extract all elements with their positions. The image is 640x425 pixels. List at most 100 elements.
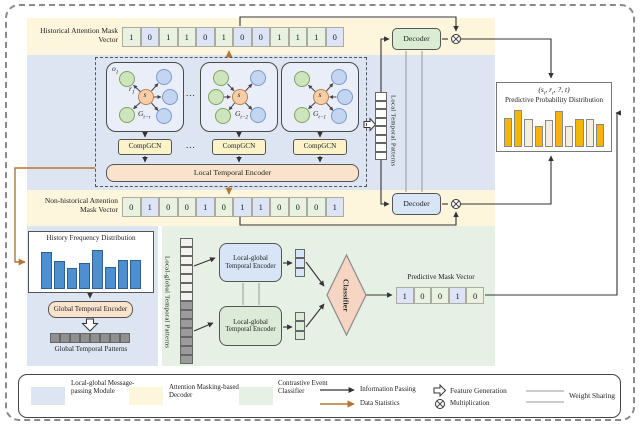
multiplication-legend-icon bbox=[435, 399, 445, 409]
mask-cell: 1 bbox=[307, 27, 326, 47]
stack-cell bbox=[180, 328, 193, 337]
graph-1-name: Gt−τ bbox=[138, 109, 151, 121]
stack-cell bbox=[375, 109, 387, 118]
history-frequency-bars bbox=[41, 249, 141, 289]
local-global-patterns-label: Local-global Temporal Patterns bbox=[163, 255, 171, 349]
decoder-top-label: Decoder bbox=[403, 33, 430, 43]
local-temporal-encoder-label: Local Temporal Encoder bbox=[193, 167, 272, 177]
stack-cell bbox=[295, 312, 305, 322]
local-global-patterns-stack bbox=[180, 238, 193, 364]
legend-label-weight-sharing: Weight Sharing bbox=[569, 391, 615, 400]
mask-cell: 1 bbox=[448, 287, 467, 304]
bar bbox=[595, 123, 605, 147]
graph-2-drawing bbox=[208, 70, 266, 124]
bar bbox=[514, 109, 523, 147]
legend-label-classifier: Contrastive Event Classifier bbox=[278, 380, 328, 396]
stack-cell bbox=[180, 256, 193, 265]
bar bbox=[79, 263, 90, 289]
mask-cell: 0 bbox=[159, 197, 178, 217]
stack-cell bbox=[375, 134, 387, 143]
object-node-label: o1 bbox=[112, 64, 119, 76]
subject-node-label: s bbox=[143, 90, 147, 99]
local-global-encoder-bottom-label: Local-global Temporal Encoder bbox=[225, 318, 276, 333]
figure-border bbox=[5, 4, 635, 421]
stack-cell bbox=[60, 333, 70, 343]
stack-cell bbox=[375, 143, 387, 152]
local-global-encoder-top: Local-global Temporal Encoder bbox=[219, 243, 282, 282]
decoder-bottom-label: Decoder bbox=[403, 198, 430, 208]
compgcn-3-label: CompGCN bbox=[303, 142, 337, 151]
compgcn-1: CompGCN bbox=[118, 139, 172, 155]
stack-cell bbox=[180, 292, 193, 301]
mask-cell: 0 bbox=[214, 197, 233, 217]
global-temporal-patterns-label: Global Temporal Patterns bbox=[54, 345, 128, 353]
graph-3-name: Gt−1 bbox=[313, 109, 327, 121]
stack-cell bbox=[120, 333, 130, 343]
relation-edge-label: r1 bbox=[129, 84, 135, 96]
stack-cell bbox=[180, 274, 193, 283]
stack-cell bbox=[295, 267, 305, 277]
predictive-mask-label: Predictive Mask Vector bbox=[407, 273, 475, 281]
legend-swatch-classifier bbox=[239, 387, 273, 405]
bar bbox=[585, 118, 594, 147]
mask-cell: 0 bbox=[270, 197, 289, 217]
stack-cell bbox=[295, 321, 305, 331]
mask-cell: 0 bbox=[466, 287, 484, 304]
stack-cell bbox=[180, 301, 193, 310]
mask-cell: 1 bbox=[325, 197, 344, 217]
data-statistics-icon bbox=[320, 400, 355, 408]
legend-label-message-passing: Local-global Message-passing Module bbox=[71, 380, 135, 396]
classifier-label: Classifier bbox=[341, 278, 351, 312]
local-global-encoder-top-label: Local-global Temporal Encoder bbox=[225, 255, 276, 270]
subject-node-label: s bbox=[237, 90, 241, 99]
local-temporal-encoder: Local Temporal Encoder bbox=[106, 164, 359, 182]
mask-cell: 1 bbox=[270, 27, 289, 47]
mask-cell: 1 bbox=[396, 287, 414, 304]
classifier-diamond: Classifier bbox=[325, 253, 368, 337]
mask-cell: 0 bbox=[413, 287, 432, 304]
bar bbox=[130, 260, 141, 289]
mask-cell: 0 bbox=[233, 27, 252, 47]
graph-snapshot-2: s Gt−2 bbox=[200, 62, 278, 132]
global-temporal-encoder: Global Temporal Encoder bbox=[48, 301, 133, 318]
bar bbox=[524, 118, 533, 147]
mask-cell: 0 bbox=[307, 197, 326, 217]
mask-cell: 0 bbox=[196, 27, 215, 47]
bar bbox=[41, 252, 52, 289]
stack-cell bbox=[100, 333, 110, 343]
history-frequency-title: History Frequency Distribution bbox=[46, 234, 136, 242]
weight-sharing-icon bbox=[526, 390, 564, 403]
legend-label-data-statistics: Data Statistics bbox=[360, 400, 400, 407]
compgcn-2-label: CompGCN bbox=[222, 142, 256, 151]
mask-cell: 0 bbox=[325, 27, 344, 47]
stack-cell bbox=[295, 258, 305, 268]
bar bbox=[104, 267, 116, 289]
legend-label-decoder: Attention Masking-based Decoder bbox=[169, 384, 239, 400]
stack-cell bbox=[180, 337, 193, 346]
legend-label-multiplication: Multiplication bbox=[450, 400, 490, 407]
mask-cell: 0 bbox=[251, 27, 270, 47]
stack-cell bbox=[375, 100, 387, 109]
legend-label-feature-generation: Feature Generation bbox=[450, 386, 507, 395]
stack-cell bbox=[375, 151, 387, 160]
bar bbox=[66, 268, 78, 289]
compgcn-ellipsis: ... bbox=[186, 140, 196, 150]
mask-cell: 0 bbox=[288, 197, 307, 217]
stack-cell bbox=[180, 238, 193, 247]
stack-cell bbox=[375, 126, 387, 135]
graph-3-drawing bbox=[294, 69, 353, 124]
stack-cell bbox=[70, 333, 80, 343]
compgcn-1-label: CompGCN bbox=[128, 142, 162, 151]
stack-cell bbox=[180, 310, 193, 319]
mask-cell: 0 bbox=[140, 27, 159, 47]
stack-cell bbox=[50, 333, 60, 343]
encoder-output-vector-bottom bbox=[295, 312, 305, 340]
stack-cell bbox=[110, 333, 120, 343]
encoder-output-vector-top bbox=[295, 249, 305, 277]
mask-cell: 0 bbox=[177, 197, 196, 217]
legend-label-information-passing: Information Passing bbox=[360, 386, 416, 393]
compgcn-3: CompGCN bbox=[293, 139, 347, 155]
local-temporal-patterns-label: Local Temporal Patterns bbox=[389, 95, 397, 167]
